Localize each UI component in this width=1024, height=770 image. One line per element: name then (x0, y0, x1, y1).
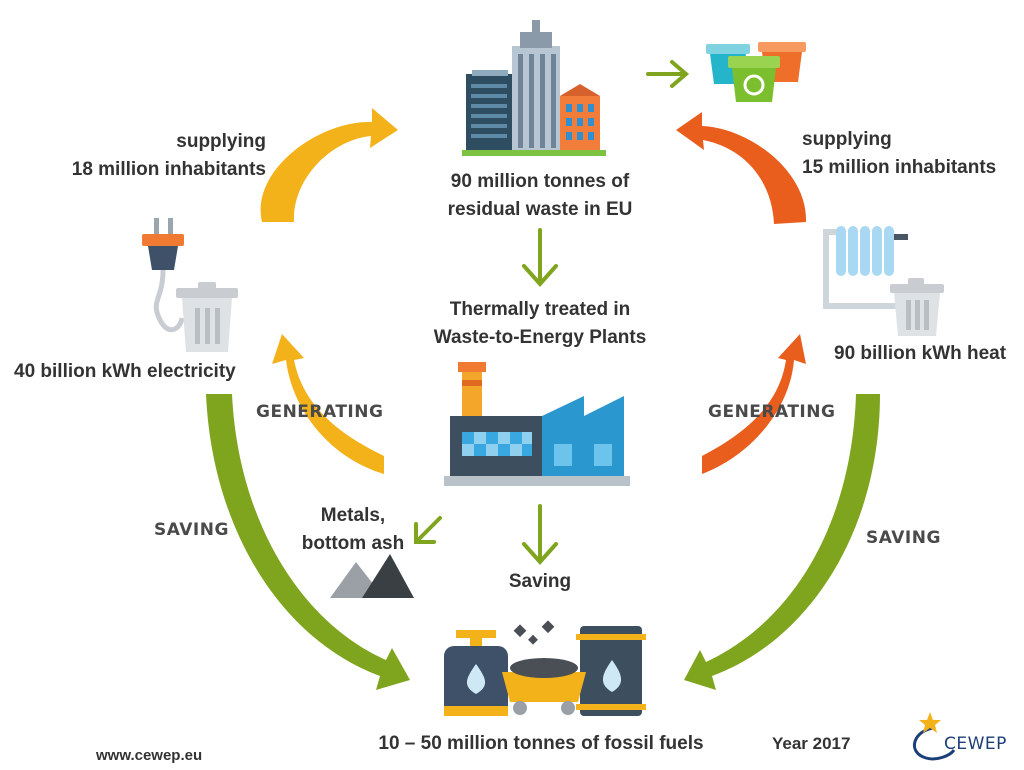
arrow-saving-right (684, 394, 880, 690)
saving-center-label: Saving (508, 571, 572, 592)
arrow-generating-right (702, 334, 806, 474)
metals-ash-label: Metals, bottom ash (301, 505, 405, 554)
generating-left-label: GENERATING (256, 402, 384, 422)
trash-bin-icon (176, 282, 238, 352)
residual-waste-label: 90 million tonnes of residual waste in E… (447, 171, 633, 220)
arrow-down-1 (522, 228, 558, 288)
heat-label: 90 billion kWh heat (834, 343, 1007, 364)
cewep-logo-text: CEWEP (944, 734, 1007, 754)
waste-to-energy-plant-icon (444, 362, 630, 486)
electricity-label: 40 billion kWh electricity (14, 361, 236, 382)
arrow-supplying-left (260, 108, 398, 222)
ash-piles-icon (330, 554, 414, 598)
generating-right-label: GENERATING (708, 402, 836, 422)
arrow-generating-left (272, 334, 384, 474)
supplying-right-label: supplying 15 million inhabitants (802, 129, 997, 178)
recycling-bins-icon (706, 42, 806, 102)
fossil-fuels-icon (444, 620, 646, 716)
arrow-to-bins (646, 60, 690, 88)
trash-bin-right-icon (890, 278, 944, 336)
supplying-left-label: supplying 18 million inhabitants (71, 131, 266, 180)
radiator-icon (823, 226, 908, 309)
cewep-logo (913, 712, 956, 761)
website-label: www.cewep.eu (96, 747, 203, 764)
saving-right-label: SAVING (866, 528, 941, 548)
arrow-down-2 (522, 504, 558, 566)
arrow-supplying-right (676, 112, 807, 224)
arrow-saving-left (206, 394, 410, 690)
saving-left-label: SAVING (154, 520, 229, 540)
city-buildings-icon (462, 20, 606, 156)
year-label: Year 2017 (772, 734, 851, 753)
power-plug-icon (142, 218, 185, 333)
thermal-treatment-label: Thermally treated in Waste-to-Energy Pla… (433, 299, 647, 348)
fossil-fuels-label: 10 – 50 million tonnes of fossil fuels (378, 733, 704, 754)
arrow-to-metals (414, 516, 442, 544)
